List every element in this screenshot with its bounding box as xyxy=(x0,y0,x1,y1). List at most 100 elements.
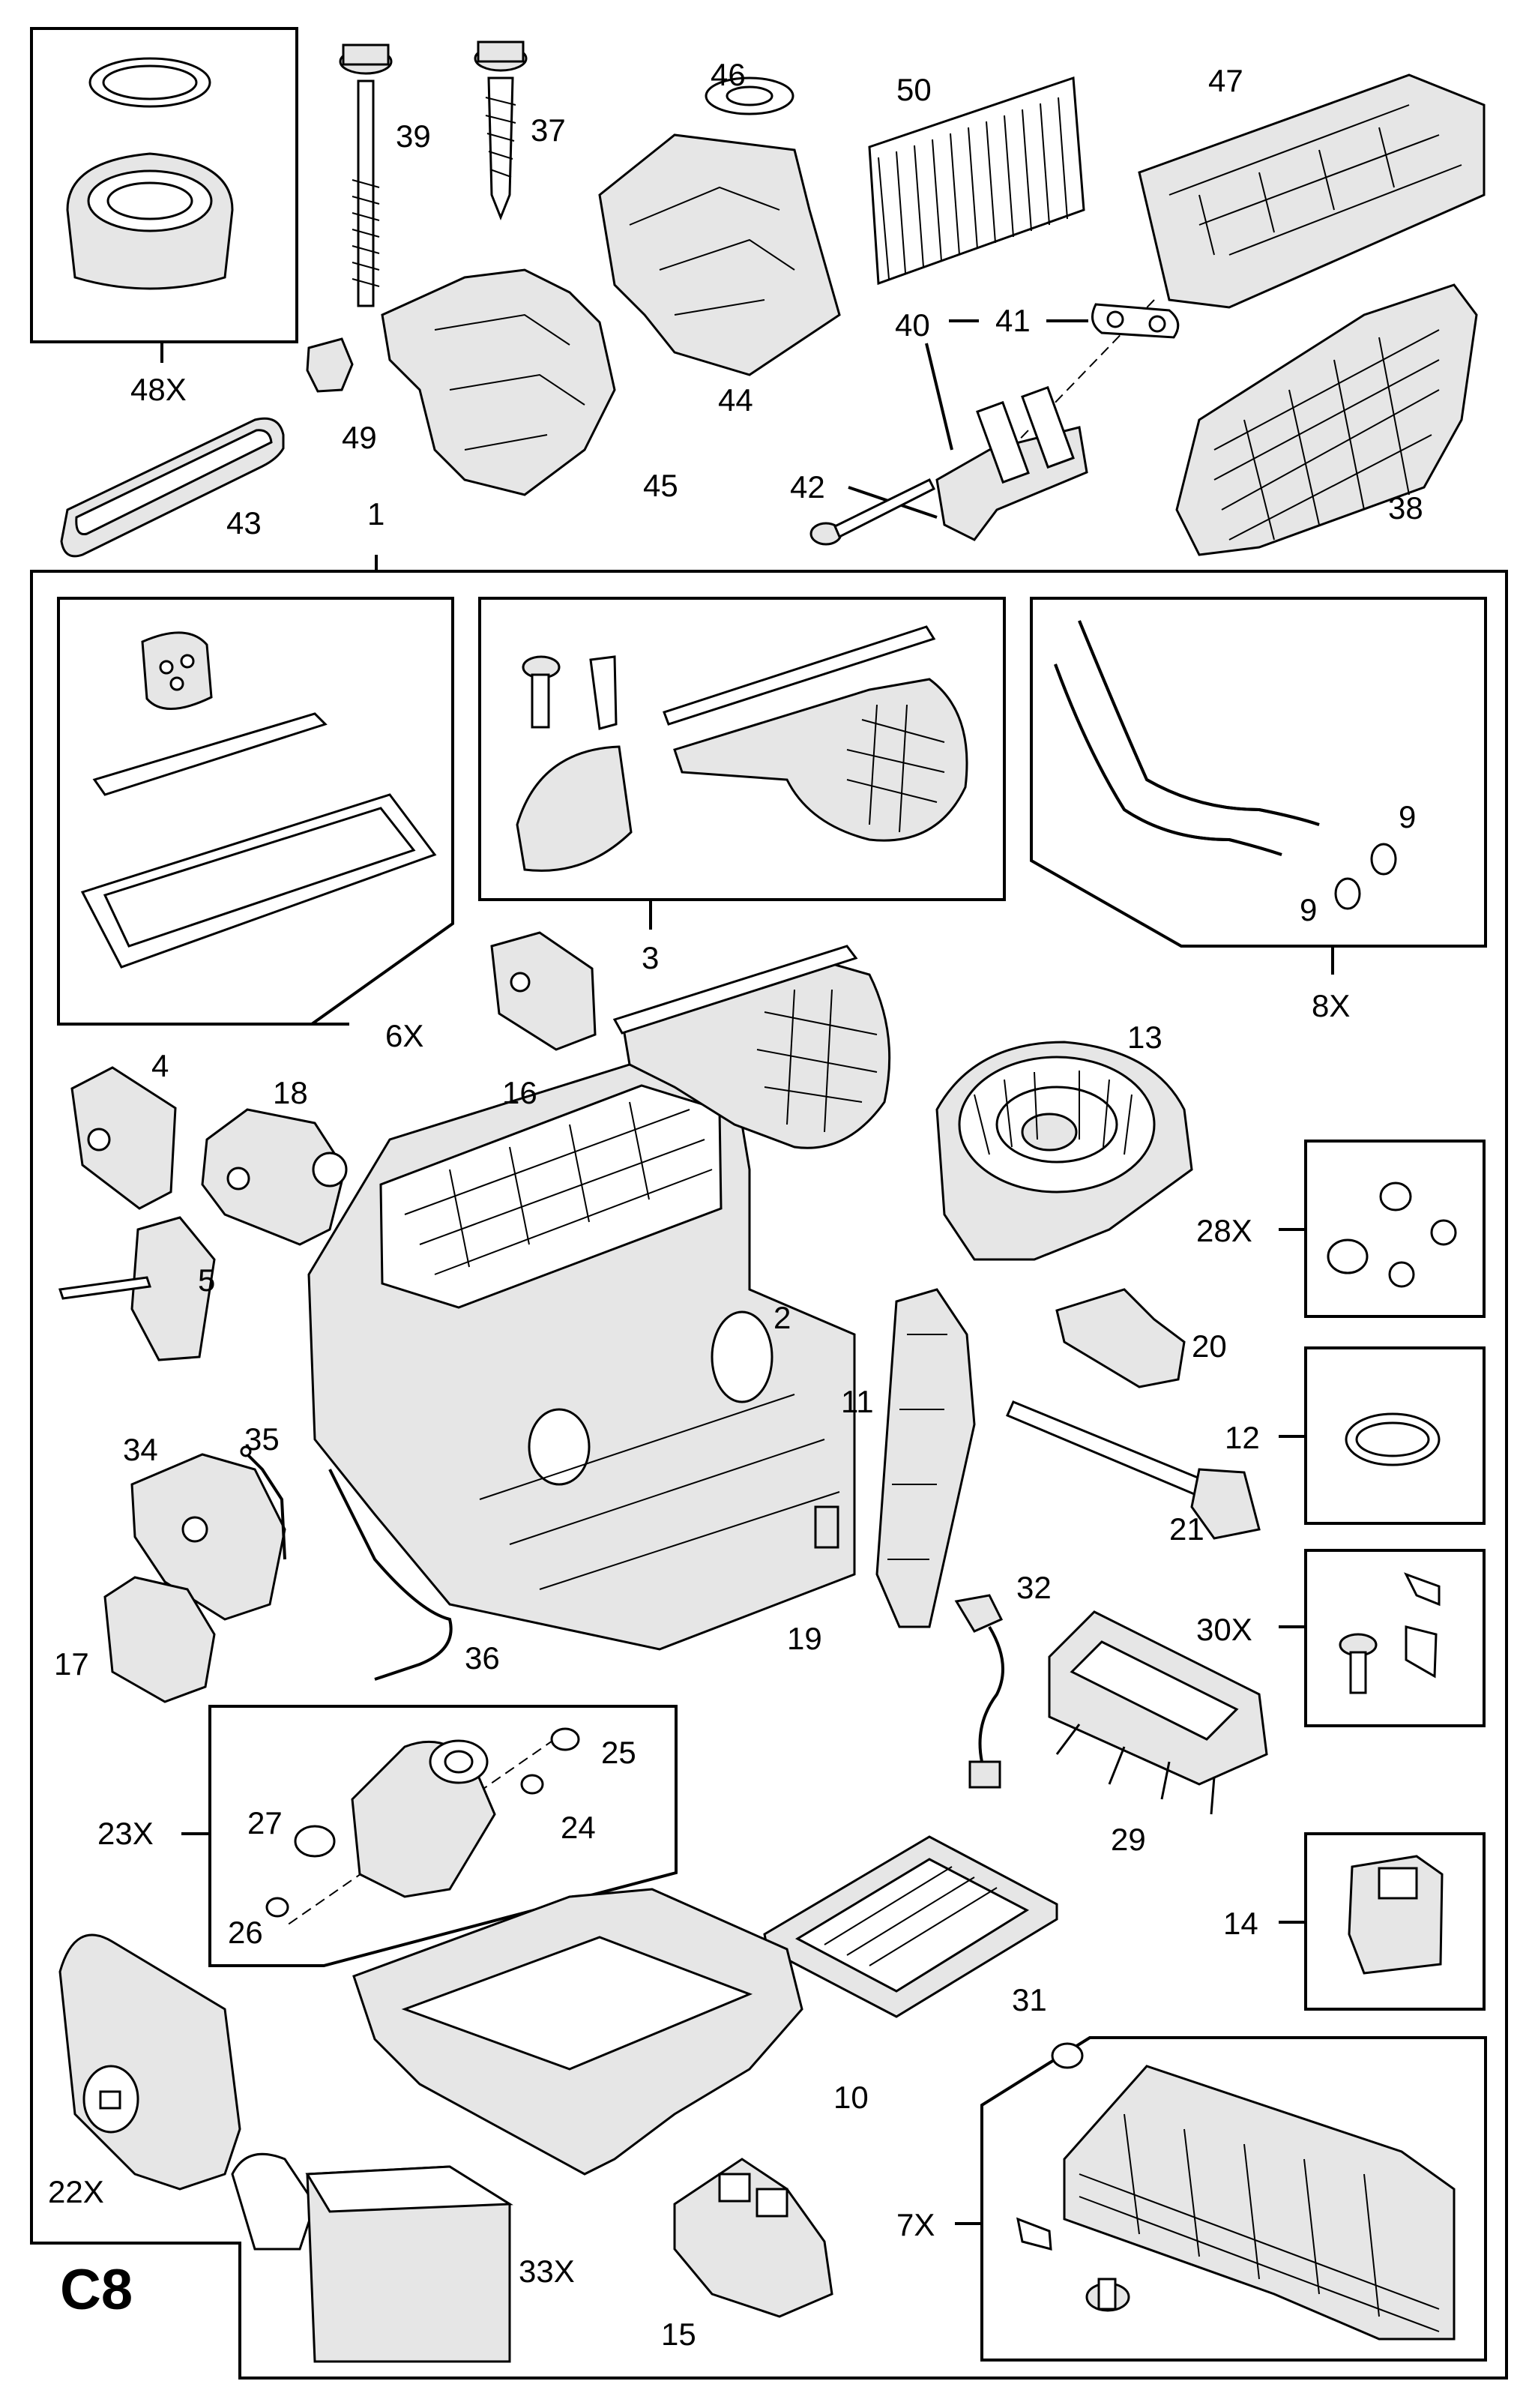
callout-49: 49 xyxy=(342,420,377,455)
part-4-actuator xyxy=(70,1066,177,1210)
part-5-actuator xyxy=(58,1216,216,1361)
part-6x-kit xyxy=(80,631,437,969)
part-46-grommet xyxy=(705,76,794,115)
part-12-ring xyxy=(1345,1412,1441,1466)
callout-2: 2 xyxy=(773,1300,791,1335)
box-8x xyxy=(1030,597,1487,948)
part-16-actuator xyxy=(490,931,597,1051)
callout-35: 35 xyxy=(244,1421,280,1457)
part-36-cable xyxy=(328,1469,453,1681)
part-38-grille xyxy=(1175,283,1478,556)
part-21-sensor-rod xyxy=(1006,1400,1261,1540)
callout-3: 3 xyxy=(642,940,659,975)
part-37-screw xyxy=(474,40,528,221)
part-43-gasket xyxy=(60,417,285,558)
part-33x-evaporator xyxy=(231,2152,513,2363)
part-8x-pipes xyxy=(1054,620,1397,910)
part-13-blower xyxy=(935,1041,1193,1261)
callout-25: 25 xyxy=(601,1735,636,1770)
callout-18: 18 xyxy=(273,1075,308,1110)
part-11-duct xyxy=(875,1288,976,1628)
callout-50: 50 xyxy=(896,72,932,107)
callout-19: 19 xyxy=(787,1621,822,1656)
callout-43: 43 xyxy=(226,505,262,541)
callout-15: 15 xyxy=(661,2317,696,2352)
part-45-duct xyxy=(381,268,616,496)
part-3-kit xyxy=(516,625,968,872)
callout-5: 5 xyxy=(198,1262,215,1298)
callout-4: 4 xyxy=(151,1048,169,1083)
callout-42: 42 xyxy=(790,469,825,505)
part-32-sensor-lead xyxy=(954,1594,1004,1789)
part-19-connector xyxy=(814,1505,839,1549)
callout-36: 36 xyxy=(465,1640,500,1676)
callout-24: 24 xyxy=(561,1810,596,1845)
box-7x xyxy=(980,2036,1487,2362)
part-42-screw xyxy=(809,478,936,546)
callout-27: 27 xyxy=(247,1805,283,1840)
callout-32: 32 xyxy=(1016,1570,1052,1605)
box-30x xyxy=(1304,1549,1486,1727)
callout-41: 41 xyxy=(995,303,1031,338)
callout-9a: 9 xyxy=(1399,799,1416,834)
callout-17: 17 xyxy=(54,1646,89,1682)
callout-22x: 22X xyxy=(48,2174,104,2209)
part-28x-rings xyxy=(1327,1182,1457,1288)
callout-34: 34 xyxy=(123,1432,158,1467)
part-17-actuator xyxy=(103,1576,216,1703)
callout-26: 26 xyxy=(228,1915,263,1950)
part-14-connector xyxy=(1348,1855,1444,1975)
part-23x-valve xyxy=(265,1727,580,1918)
part-41-gasket xyxy=(1091,303,1180,339)
callout-45: 45 xyxy=(643,468,678,503)
callout-44: 44 xyxy=(718,382,753,418)
callout-23x: 23X xyxy=(97,1816,154,1851)
part-34-bracket xyxy=(130,1453,286,1621)
callout-7x: 7X xyxy=(896,2207,935,2242)
box-23x xyxy=(208,1705,678,1967)
callout-6x: 6X xyxy=(385,1018,423,1053)
callout-12: 12 xyxy=(1225,1420,1260,1455)
callout-46: 46 xyxy=(711,57,746,92)
part-18-actuator xyxy=(201,1108,348,1246)
part-22x-housing xyxy=(58,1933,241,2191)
callout-38: 38 xyxy=(1388,490,1423,526)
part-50-filter xyxy=(868,76,1085,286)
callout-48x: 48X xyxy=(130,372,187,407)
part-7x-heater-core xyxy=(1016,2042,1456,2341)
box-main-1 xyxy=(30,570,1508,2380)
page-code: C8 xyxy=(60,2258,133,2322)
callout-28x: 28X xyxy=(1196,1213,1252,1248)
box-28x xyxy=(1304,1140,1486,1318)
callout-21: 21 xyxy=(1169,1511,1204,1547)
callout-11: 11 xyxy=(841,1384,874,1419)
callout-39: 39 xyxy=(396,118,431,154)
callout-40: 40 xyxy=(895,307,930,343)
callout-14: 14 xyxy=(1223,1906,1258,1941)
callout-33x: 33X xyxy=(519,2254,575,2289)
callout-31: 31 xyxy=(1012,1982,1047,2017)
callout-37: 37 xyxy=(531,112,566,148)
part-30x-clip-screw xyxy=(1339,1572,1441,1694)
part-47-inlet-housing xyxy=(1138,73,1486,309)
part-48x-ring-housing xyxy=(66,57,234,290)
callout-10: 10 xyxy=(833,2080,869,2115)
box-48x xyxy=(30,27,298,343)
callout-8x: 8X xyxy=(1312,988,1350,1023)
box-6x xyxy=(57,597,454,1026)
callout-9b: 9 xyxy=(1300,892,1317,927)
part-31-frame xyxy=(763,1835,1058,2018)
callout-labels: C8 48X 43 39 37 49 46 44 45 50 47 40 41 … xyxy=(48,57,1423,2352)
part-20-sensor xyxy=(1055,1288,1186,1388)
part-39-screw xyxy=(339,43,393,307)
part-blower-inlet-housing xyxy=(612,945,891,1149)
box-3 xyxy=(478,597,1006,901)
part-49-clip xyxy=(306,337,354,393)
part-2-hvac-housing xyxy=(307,1063,856,1651)
callout-29: 29 xyxy=(1111,1822,1146,1857)
part-15-resistor xyxy=(673,2158,833,2318)
part-10-lower-housing xyxy=(352,1888,803,2176)
callout-1: 1 xyxy=(367,496,384,532)
